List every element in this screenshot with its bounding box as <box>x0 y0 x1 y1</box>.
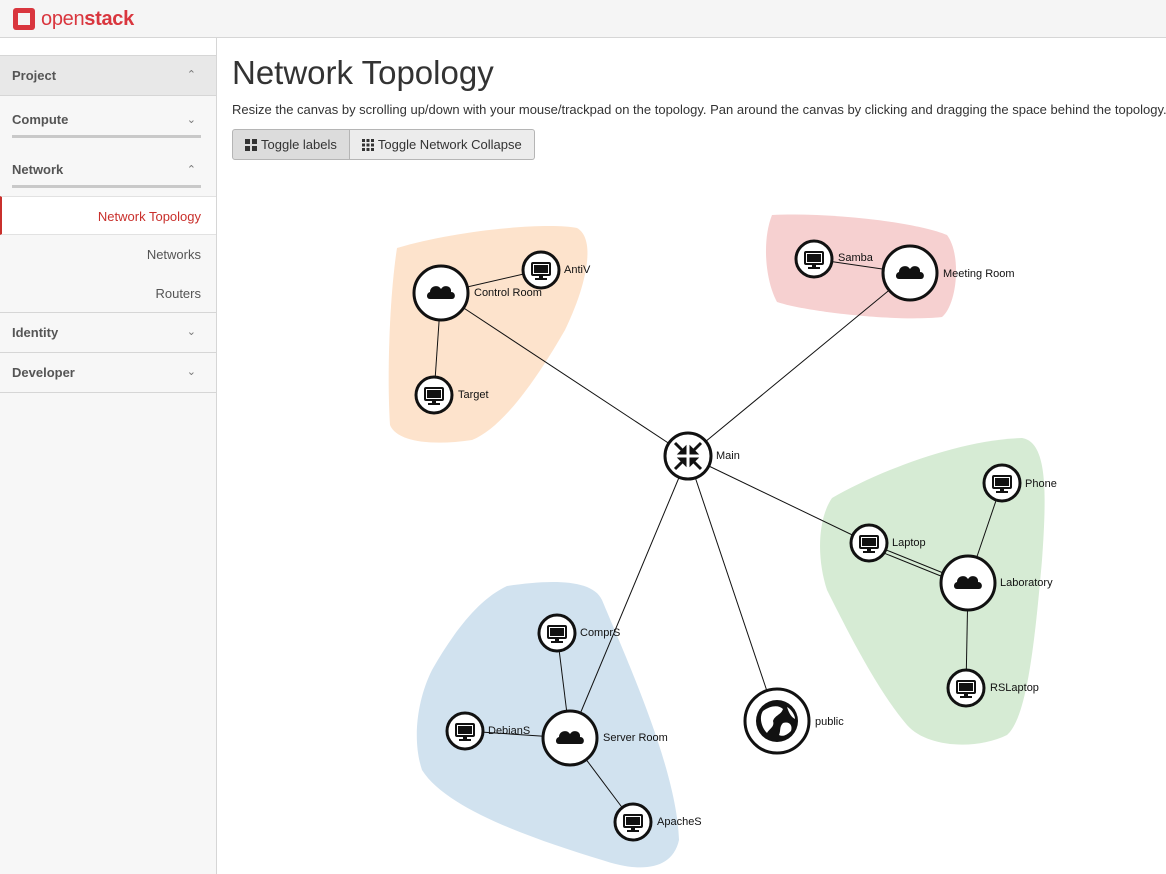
chevron-down-icon: ⌄ <box>186 326 196 338</box>
network-label: Control Room <box>474 287 542 299</box>
sidebar-section-developer[interactable]: Developer ⌄ <box>0 353 216 393</box>
page-description: Resize the canvas by scrolling up/down w… <box>232 102 1166 117</box>
instance-label: DebianS <box>488 725 530 737</box>
instance-label: ApacheS <box>657 816 702 828</box>
instance-label: RSLaptop <box>990 682 1039 694</box>
instance-node[interactable] <box>414 375 454 415</box>
instance-node[interactable] <box>849 523 889 563</box>
instance-node[interactable] <box>521 250 561 290</box>
network-node-server-room[interactable] <box>541 709 599 767</box>
brand-stack: stack <box>84 8 134 30</box>
main-content: Network Topology Resize the canvas by sc… <box>232 38 1166 874</box>
sidebar-group-label: Network <box>12 162 64 177</box>
router-node[interactable] <box>663 431 713 481</box>
sidebar-item-network-topology[interactable]: Network Topology <box>0 196 216 235</box>
sidebar-group-network[interactable]: Network ⌃ <box>0 146 216 196</box>
brand-name: openstack <box>41 7 134 31</box>
topology-canvas[interactable]: Main public Control Room Meeting Room La… <box>217 160 1166 874</box>
toggle-network-collapse-button[interactable]: Toggle Network Collapse <box>349 129 535 160</box>
sidebar-group-label: Compute <box>12 112 69 127</box>
sidebar-section-label: Developer <box>12 365 75 380</box>
network-node-meeting-room[interactable] <box>881 244 939 302</box>
sidebar-section-project[interactable]: Project ⌃ <box>0 56 216 96</box>
top-bar: openstack <box>0 0 1166 38</box>
sidebar-group-compute[interactable]: Compute ⌄ <box>0 96 216 146</box>
instance-label: AntiV <box>564 264 591 276</box>
page-title: Network Topology <box>232 54 494 91</box>
sidebar-section-identity[interactable]: Identity ⌄ <box>0 313 216 353</box>
sidebar-section-label: Project <box>12 68 57 83</box>
chevron-up-icon: ⌃ <box>186 164 196 176</box>
instance-label: Samba <box>838 252 874 264</box>
network-node-control-room[interactable] <box>412 264 470 322</box>
network-label: Laboratory <box>1000 577 1053 589</box>
sidebar-item-routers[interactable]: Routers <box>0 274 216 313</box>
instance-node[interactable] <box>537 613 577 653</box>
network-node-laboratory[interactable] <box>939 554 997 612</box>
sidebar-group-divider <box>12 185 201 188</box>
network-label: Meeting Room <box>943 268 1015 280</box>
sidebar: Project ⌃ Compute ⌄ Network ⌃ Network To… <box>0 38 217 874</box>
instance-label: Phone <box>1025 478 1057 490</box>
toggle-collapse-label: Toggle Network Collapse <box>377 137 522 152</box>
router-icon <box>673 441 703 471</box>
chevron-up-icon: ⌃ <box>186 69 196 81</box>
th-icon <box>361 138 374 151</box>
instance-node[interactable] <box>982 463 1022 503</box>
globe-icon <box>760 706 795 736</box>
instance-label: Target <box>458 389 489 401</box>
network-hull-control-room <box>388 226 588 443</box>
chevron-down-icon: ⌄ <box>186 366 196 378</box>
toolbar: Toggle labels Toggle Network Collapse <box>232 129 535 160</box>
sidebar-group-divider <box>12 135 201 138</box>
brand-open: open <box>41 8 85 30</box>
network-hull-laboratory <box>820 438 1045 745</box>
external-network-node[interactable] <box>743 687 811 755</box>
sidebar-item-networks[interactable]: Networks <box>146 247 201 262</box>
instance-node[interactable] <box>445 711 485 751</box>
instance-label: ComprS <box>580 627 620 639</box>
toggle-labels-label: Toggle labels <box>261 137 337 152</box>
instance-node[interactable] <box>946 668 986 708</box>
sidebar-gap <box>0 38 216 56</box>
openstack-logo[interactable]: openstack <box>12 6 134 32</box>
instance-node[interactable] <box>613 802 653 842</box>
toggle-labels-button[interactable]: Toggle labels <box>232 129 350 160</box>
instance-node[interactable] <box>794 239 834 279</box>
topology-links <box>433 258 1003 823</box>
th-large-icon <box>245 138 257 151</box>
external-network-label: public <box>815 716 844 728</box>
sidebar-section-label: Identity <box>12 325 59 340</box>
router-label: Main <box>716 450 740 462</box>
instance-label: Laptop <box>892 537 926 549</box>
chevron-down-icon: ⌄ <box>186 114 196 126</box>
network-label: Server Room <box>603 732 668 744</box>
openstack-logo-icon <box>12 7 36 31</box>
